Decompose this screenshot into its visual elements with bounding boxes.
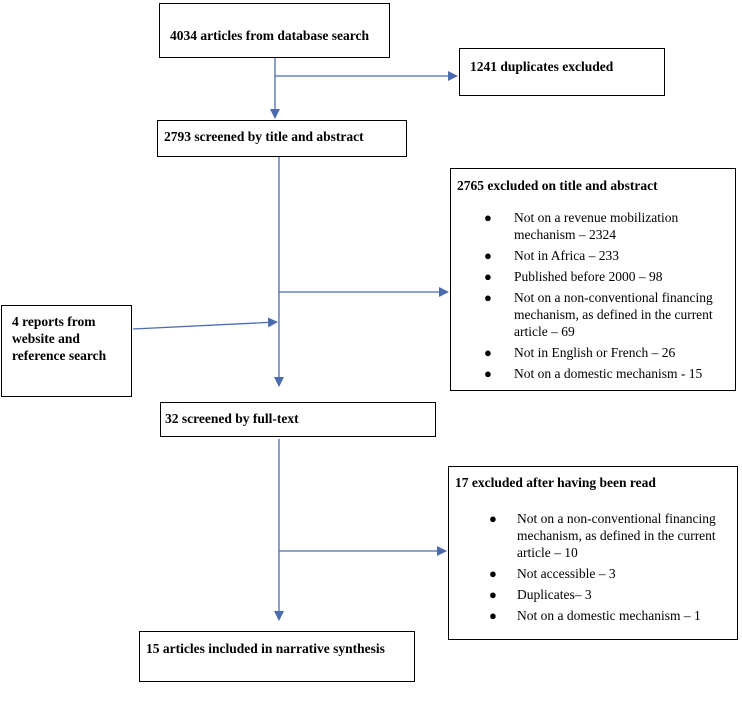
reason-item: ● Not in Africa – 233 [484, 248, 619, 263]
bullet-icon: ● [484, 366, 492, 381]
screened-full-text-box: 32 screened by full-text [160, 402, 436, 437]
excluded-title-abstract-box: 2765 excluded on title and abstract ● No… [450, 168, 736, 391]
arrow-other-sources-to-main [132, 317, 278, 330]
other-sources-box: 4 reports from website and reference sea… [1, 305, 132, 397]
reason-item: ● Not on a non-conventional financing me… [489, 511, 716, 560]
included-box: 15 articles included in narrative synthe… [139, 631, 415, 682]
screened-title-abstract-text: 2793 screened by title and abstract [164, 129, 364, 144]
reason-item: ● Not on a domestic mechanism – 1 [489, 608, 701, 623]
excluded-title-abstract-title: 2765 excluded on title and abstract [457, 178, 658, 193]
bullet-icon: ● [489, 511, 497, 526]
reason-item: ● Published before 2000 – 98 [484, 269, 663, 284]
reason-item: ● Not on a domestic mechanism - 15 [484, 366, 703, 381]
reason-item: ● Duplicates– 3 [489, 587, 592, 602]
other-sources-text: 4 reports from website and reference sea… [12, 314, 107, 363]
excluded-after-reading-title: 17 excluded after having been read [455, 475, 656, 490]
reason-item: ● Not on a revenue mobilization mechanis… [484, 210, 679, 242]
bullet-icon: ● [484, 290, 492, 305]
database-search-box: 4034 articles from database search [159, 3, 390, 58]
excluded-title-abstract-reasons: ● Not on a revenue mobilization mechanis… [484, 209, 724, 382]
reason-item: ● Not in English or French – 26 [484, 345, 676, 360]
bullet-icon: ● [484, 269, 492, 284]
bullet-icon: ● [489, 608, 497, 623]
duplicates-excluded-text: 1241 duplicates excluded [470, 59, 614, 74]
screened-title-abstract-box: 2793 screened by title and abstract [157, 120, 407, 157]
database-search-text: 4034 articles from database search [170, 28, 369, 43]
excluded-after-reading-reasons: ● Not on a non-conventional financing me… [489, 510, 729, 624]
duplicates-excluded-box: 1241 duplicates excluded [459, 48, 665, 96]
excluded-after-reading-box: 17 excluded after having been read ● Not… [448, 466, 738, 640]
reason-item: ● Not accessible – 3 [489, 566, 616, 581]
bullet-icon: ● [484, 248, 492, 263]
included-text: 15 articles included in narrative synthe… [146, 641, 385, 656]
reason-item: ● Not on a non-conventional financing me… [484, 290, 713, 339]
bullet-icon: ● [489, 587, 497, 602]
bullet-icon: ● [484, 210, 492, 225]
bullet-icon: ● [489, 566, 497, 581]
bullet-icon: ● [484, 345, 492, 360]
screened-full-text-text: 32 screened by full-text [165, 411, 299, 426]
